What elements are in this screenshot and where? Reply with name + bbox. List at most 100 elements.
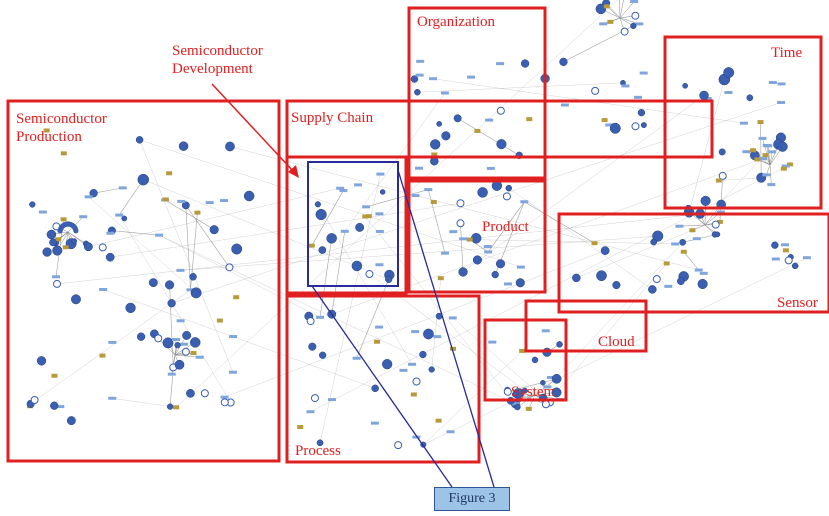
label-cloud: Cloud (598, 334, 635, 350)
graph-node-relation (767, 183, 776, 187)
graph-node-entity (318, 246, 327, 254)
graph-node-relation (375, 229, 384, 233)
graph-node-relation (375, 212, 384, 216)
graph-node-literal (601, 118, 608, 123)
graph-node-entity (470, 233, 482, 244)
graph-node-relation (694, 268, 703, 272)
graph-node-relation (543, 385, 552, 389)
graph-node-relation (429, 77, 438, 81)
graph-node-entity (682, 82, 688, 89)
graph-edge (356, 279, 389, 359)
graph-node-entity (351, 260, 363, 272)
graph-edge (428, 189, 446, 254)
graph-node-relation (520, 200, 529, 204)
graph-node-entity (135, 136, 144, 144)
graph-node-entity (209, 225, 219, 235)
graph-node-relation (362, 205, 371, 209)
graph-node-literal (60, 151, 67, 156)
graph-node-entity (630, 22, 637, 30)
region-box-system (483, 318, 568, 402)
graph-node-entity (551, 387, 562, 398)
graph-node-literal (680, 249, 687, 254)
graph-node-relation (84, 195, 93, 199)
graph-node-entity (105, 252, 115, 262)
graph-node-relation (118, 186, 127, 190)
graph-node-entity (771, 241, 779, 249)
graph-node-relation (408, 362, 417, 366)
graph-node-literal (60, 217, 67, 222)
graph-node-relation (79, 215, 88, 219)
graph-node-literal (99, 353, 106, 358)
graph-node-entity (166, 403, 174, 410)
graph-node-class (412, 377, 421, 386)
graph-node-entity (718, 148, 726, 156)
graph-node-relation (630, 0, 639, 3)
graph-edge (88, 188, 341, 247)
graph-node-entity (315, 208, 327, 221)
graph-node-literal (216, 318, 223, 323)
graph-node-relation (375, 325, 384, 329)
graph-node-entity (190, 287, 202, 299)
graph-node-literal (787, 162, 794, 167)
graph-node-entity (714, 231, 721, 238)
graph-edge (769, 164, 772, 185)
graph-node-entity (791, 262, 799, 270)
graph-node-relation (155, 233, 164, 237)
graph-node-relation (167, 372, 176, 376)
graph-node-entity (697, 278, 708, 290)
graph-node-relation (802, 256, 811, 260)
graph-edge (67, 216, 84, 233)
graph-node-entity (699, 90, 709, 101)
graph-node-literal (297, 425, 304, 430)
graph-edge (185, 205, 230, 268)
label-product: Product (482, 219, 529, 235)
graph-node-class (456, 199, 465, 208)
graph-node-literal (603, 4, 610, 9)
graph-node-relation (768, 150, 777, 154)
graph-node-literal (716, 219, 723, 224)
graph-node-relation (176, 319, 185, 323)
region-box-organization (407, 6, 547, 180)
graph-node-literal (233, 295, 240, 300)
graph-node-entity (165, 280, 175, 290)
graph-edge (766, 164, 771, 175)
graph-node-entity (371, 384, 379, 393)
graph-edge (143, 179, 389, 280)
graph-node-class (154, 334, 163, 343)
graph-node-entity (125, 302, 136, 314)
label-semiconductor-development: Semiconductor Development (172, 43, 263, 77)
graph-edge (171, 102, 782, 304)
graph-node-relation (605, 123, 614, 127)
graph-node-relation (639, 71, 648, 75)
region-box-time (663, 35, 823, 210)
graph-edges (30, 0, 807, 445)
graph-node-relation (483, 244, 492, 248)
graph-node-entity (572, 273, 581, 283)
graph-node-entity (540, 380, 546, 386)
graph-node-class (711, 220, 720, 229)
graph-node-relation (411, 330, 420, 334)
graph-node-entity (162, 337, 174, 349)
graph-edge (762, 138, 771, 166)
graph-node-entity (520, 59, 530, 68)
graph-edge (111, 230, 160, 236)
graph-edge (174, 354, 200, 358)
graph-edge (452, 317, 544, 399)
graph-node-entity (137, 173, 150, 186)
graph-edge (159, 235, 321, 318)
graph-node-class (718, 171, 727, 180)
graph-node-entity (491, 270, 499, 279)
graph-edge (460, 223, 464, 272)
graph-node-relation (633, 95, 642, 99)
label-sensor: Sensor (777, 295, 818, 311)
graph-node-entity (36, 356, 47, 366)
graph-node-relation (306, 410, 315, 414)
graph-node-literal (410, 392, 417, 397)
graph-node-relation (485, 118, 494, 122)
graph-node-entity (89, 189, 98, 198)
graph-node-entity (531, 356, 539, 364)
graph-edge (760, 122, 762, 178)
graph-node-relation (399, 368, 408, 372)
graph-node-entity (723, 67, 735, 79)
graph-node-entity (189, 337, 201, 348)
